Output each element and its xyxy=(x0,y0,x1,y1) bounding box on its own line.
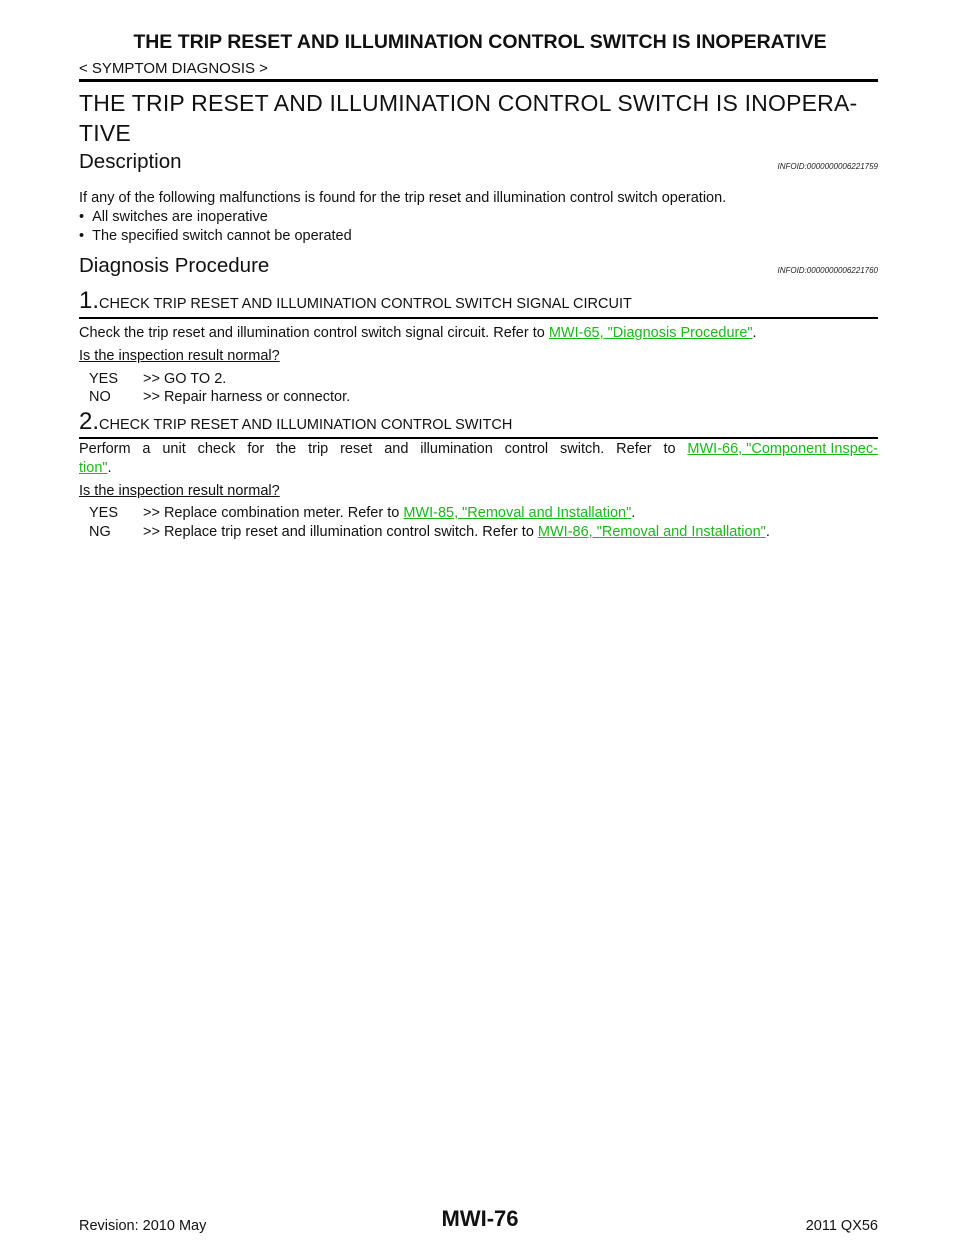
bullet-icon: • xyxy=(79,209,93,225)
footer-revision: Revision: 2010 May xyxy=(79,1218,207,1234)
description-infoid: INFOID:0000000006221759 xyxy=(777,162,878,171)
page-title: THE TRIP RESET AND ILLUMINATION CONTROL … xyxy=(133,31,827,53)
step1-answer-no: NO>> Repair harness or connector. xyxy=(89,389,351,405)
step2-answer-yes: YES>> Replace combination meter. Refer t… xyxy=(89,505,636,521)
step1-rule xyxy=(79,317,878,319)
step1-answer-yes: YES>> GO TO 2. xyxy=(89,371,227,387)
link-mwi-86[interactable]: MWI-86, "Removal and Installation" xyxy=(537,524,766,540)
section-path: < SYMPTOM DIAGNOSIS > xyxy=(79,60,268,77)
diagnosis-infoid: INFOID:0000000006221760 xyxy=(777,266,878,275)
header-rule xyxy=(79,79,878,82)
step1-number: 1. xyxy=(79,287,100,314)
footer-page-code: MWI-76 xyxy=(441,1206,519,1231)
link-mwi-66-cont[interactable]: tion" xyxy=(79,460,108,476)
description-intro: If any of the following malfunctions is … xyxy=(79,190,727,206)
link-mwi-65[interactable]: MWI-65, "Diagnosis Procedure" xyxy=(548,325,753,341)
step2-number: 2. xyxy=(79,408,100,435)
diagnosis-heading: Diagnosis Procedure xyxy=(79,254,270,277)
step2-answer-ng: NG>> Replace trip reset and illumination… xyxy=(89,524,770,540)
step2-title: CHECK TRIP RESET AND ILLUMINATION CONTRO… xyxy=(99,417,513,433)
step1-title: CHECK TRIP RESET AND ILLUMINATION CONTRO… xyxy=(99,296,632,312)
bullet-icon: • xyxy=(79,228,93,244)
description-heading: Description xyxy=(79,150,182,173)
main-heading-line1: THE TRIP RESET AND ILLUMINATION CONTROL … xyxy=(79,90,858,116)
step2-heading: 2.CHECK TRIP RESET AND ILLUMINATION CONT… xyxy=(79,408,512,436)
bullet-item: • All switches are inoperative xyxy=(79,209,268,225)
step2-text-line2: tion". xyxy=(79,460,112,476)
bullet-item: • The specified switch cannot be operate… xyxy=(79,228,352,244)
step2-rule xyxy=(79,437,878,439)
main-heading-line2: TIVE xyxy=(79,120,131,146)
step1-text: Check the trip reset and illumination co… xyxy=(79,325,757,341)
step2-text-line1: Perform a unit check for the trip reset … xyxy=(79,441,878,457)
step2-question: Is the inspection result normal? xyxy=(79,483,280,499)
step1-heading: 1.CHECK TRIP RESET AND ILLUMINATION CONT… xyxy=(79,287,632,315)
link-mwi-66[interactable]: MWI-66, "Component Inspec- xyxy=(687,441,878,457)
step1-question: Is the inspection result normal? xyxy=(79,348,280,364)
link-mwi-85[interactable]: MWI-85, "Removal and Installation" xyxy=(403,505,632,521)
footer-model: 2011 QX56 xyxy=(805,1218,878,1234)
main-heading: THE TRIP RESET AND ILLUMINATION CONTROL … xyxy=(79,88,878,148)
